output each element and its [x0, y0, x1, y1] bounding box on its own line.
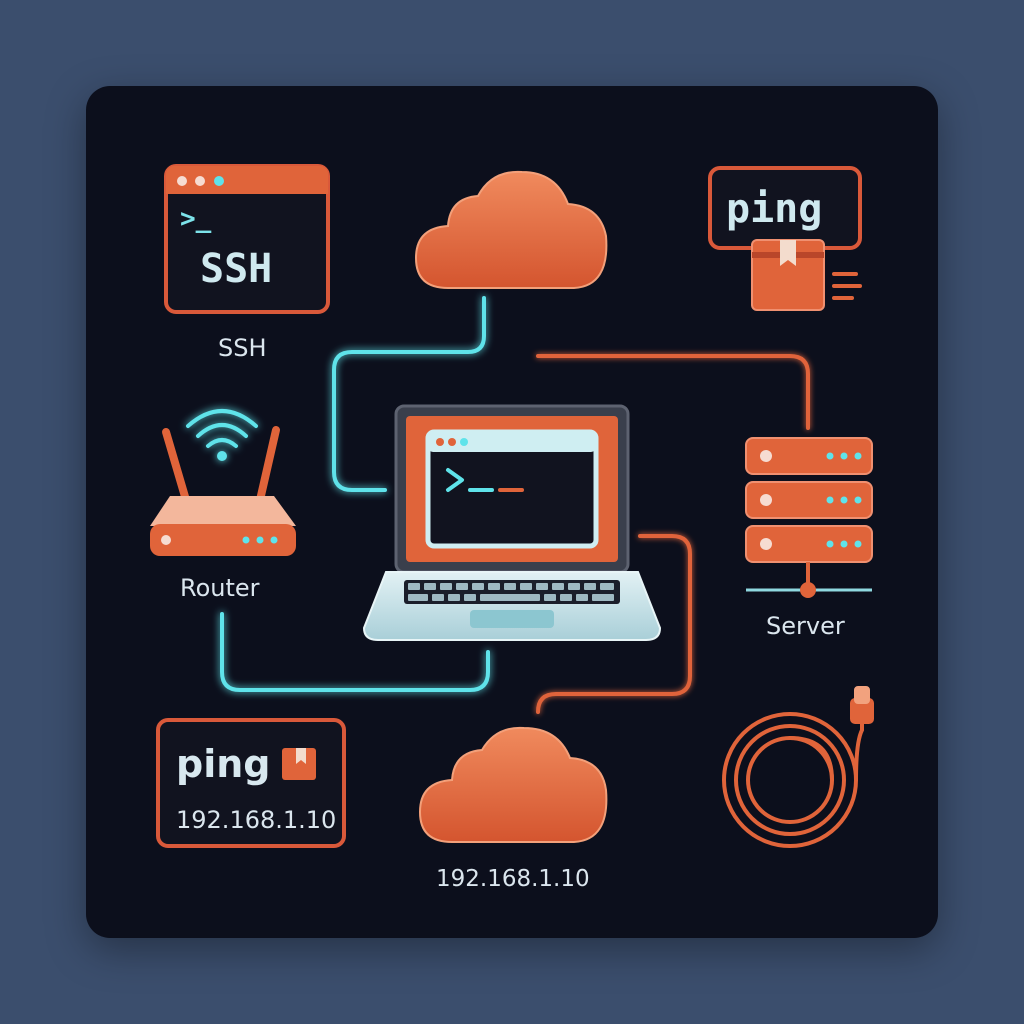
terminal-window-icon-ssh: [164, 164, 330, 314]
ip-caption: 192.168.1.10: [436, 866, 590, 892]
ping-bottom-text: ping: [176, 742, 271, 786]
wifi-icon: [186, 409, 258, 461]
ssh-window-text: SSH: [200, 246, 273, 292]
router-icon: [150, 426, 296, 556]
ssh-caption: SSH: [218, 334, 267, 362]
link-laptop-top-cloud-left: [332, 296, 486, 492]
cloud-icon-top: [414, 170, 608, 289]
ping-top-text: ping: [726, 186, 823, 232]
ethernet-cable-icon: [722, 686, 874, 848]
link-laptop-bottom-cloud-right: [536, 534, 692, 714]
server-rack-icon: [745, 437, 873, 598]
link-router-bottom-cloud: [220, 612, 490, 692]
ssh-prompt: >_: [180, 204, 212, 234]
laptop-icon: [362, 404, 662, 641]
cloud-icon-bottom: [418, 726, 608, 843]
router-label: Router: [180, 574, 260, 602]
package-icon-top: [751, 239, 862, 311]
connection-lines: [220, 294, 810, 730]
link-top-cloud-server: [536, 354, 810, 430]
ping-bottom-ip: 192.168.1.10: [176, 806, 337, 834]
server-label: Server: [766, 612, 845, 640]
package-icon-bottom: [282, 748, 316, 780]
